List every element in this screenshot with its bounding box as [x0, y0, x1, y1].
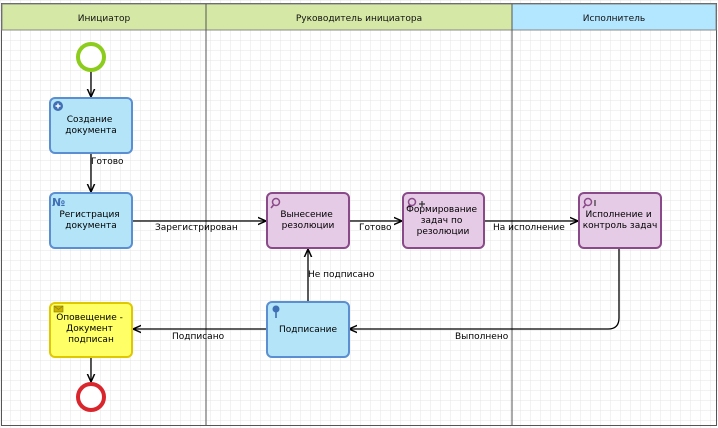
task-register-document-label: Регистрация документа — [59, 210, 122, 231]
task-create-document[interactable]: Создание документа — [49, 97, 133, 154]
task-execution-label: Исполнение и контроль задач — [583, 210, 658, 231]
task-notify-signed[interactable]: Оповещение - Документ подписан — [49, 302, 133, 358]
lane-title-initiator: Инициатор — [78, 14, 131, 24]
task-resolution-label: Вынесение резолюции — [280, 210, 335, 231]
task-create-document-label: Создание документа — [65, 115, 116, 136]
pin-icon — [272, 305, 280, 318]
task-resolution[interactable]: Вынесение резолюции — [266, 192, 350, 249]
flow-execution-to-signing[interactable] — [349, 248, 620, 329]
lane-title-manager: Руководитель инициатора — [296, 14, 422, 24]
magnifier-plus-icon — [406, 197, 425, 209]
flow-label-registered: Зарегистрирован — [155, 223, 238, 233]
numero-icon: № — [52, 196, 65, 209]
magnifier-i-icon — [582, 197, 596, 209]
start-event[interactable] — [76, 42, 106, 72]
flow-label-ready: Готово — [91, 157, 124, 167]
task-register-document[interactable]: № Регистрация документа — [49, 192, 133, 249]
plus-circle-icon — [53, 101, 63, 111]
magnifier-icon — [270, 197, 281, 209]
task-notify-signed-label: Оповещение - Документ подписан — [56, 313, 126, 345]
lane-header-manager: Руководитель инициатора — [205, 3, 513, 31]
flow-label-ready-2: Готово — [359, 223, 392, 233]
flow-label-signed: Подписано — [172, 332, 225, 342]
end-event[interactable] — [76, 382, 106, 412]
flow-label-not-signed: Не подписано — [308, 270, 375, 280]
task-form-tasks-label: Формирование задач по резолюции — [406, 205, 480, 237]
task-execution[interactable]: Исполнение и контроль задач — [578, 192, 662, 249]
task-signing-label: Подписание — [279, 325, 337, 335]
flow-label-to-execution: На исполнение — [493, 223, 565, 233]
flow-label-done: Выполнено — [455, 332, 509, 342]
task-form-tasks[interactable]: Формирование задач по резолюции — [402, 192, 485, 249]
lane-header-initiator: Инициатор — [1, 3, 207, 31]
envelope-icon — [53, 305, 64, 313]
lane-title-executor: Исполнитель — [583, 14, 645, 24]
task-signing[interactable]: Подписание — [266, 301, 350, 358]
lane-header-executor: Исполнитель — [511, 3, 717, 31]
